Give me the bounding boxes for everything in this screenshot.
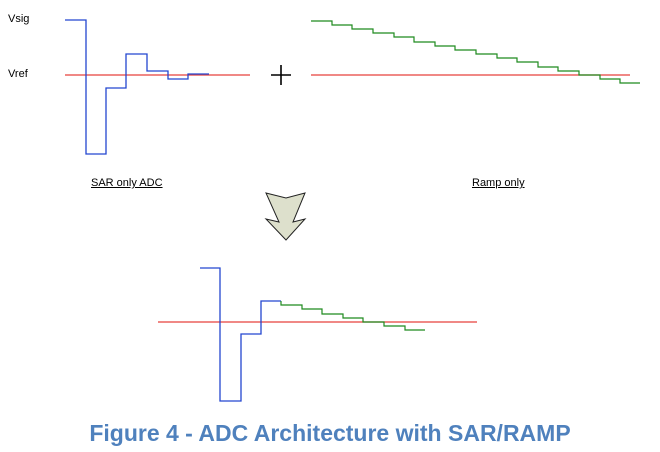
combined-ramp-waveform	[280, 301, 425, 331]
vsig-label: Vsig	[8, 13, 30, 25]
sar-waveform	[65, 19, 209, 155]
combined-sar-waveform	[200, 267, 281, 402]
down-arrow-icon	[264, 192, 307, 241]
vref-label: Vref	[8, 68, 28, 80]
ramp-only-title: Ramp only	[472, 177, 525, 189]
sar-only-title: SAR only ADC	[91, 177, 163, 189]
ramp-waveform	[311, 20, 640, 84]
plus-icon	[271, 65, 291, 85]
figure-caption: Figure 4 - ADC Architecture with SAR/RAM…	[89, 420, 571, 446]
